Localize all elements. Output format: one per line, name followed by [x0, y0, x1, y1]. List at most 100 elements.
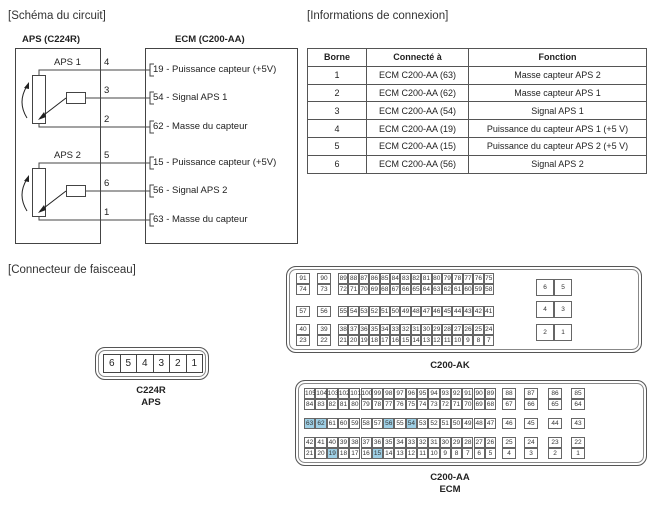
aps-pin-number: 1 [104, 207, 110, 218]
connector-pin: 45 [442, 306, 453, 317]
connector-pin: 76 [394, 399, 406, 410]
connector-pin: 36 [358, 324, 370, 335]
ecm-pin-label: 62 - Masse du capteur [153, 121, 248, 132]
connector-pin: 27 [452, 324, 463, 335]
connector-pin: 3 [524, 448, 538, 459]
wire-power [38, 162, 150, 168]
connector-pin: 81 [421, 273, 432, 284]
ecm-pin-bracket [149, 91, 154, 105]
connector-pin: 38 [349, 437, 361, 448]
connector-pin: 9 [462, 335, 474, 346]
connector-pin: 12 [431, 335, 442, 346]
cell-function: Puissance du capteur APS 1 (+5 V) [468, 119, 647, 138]
connector-pin: 78 [452, 273, 463, 284]
connector-power-pin: 5 [554, 279, 572, 296]
connector-pin: 70 [358, 284, 370, 295]
connector-pin: 65 [410, 284, 422, 295]
c224r-pin: 5 [121, 355, 137, 372]
connector-pin: 78 [371, 399, 384, 410]
connector-pin: 8 [450, 448, 463, 459]
connector-pin: 22 [571, 437, 585, 448]
cell-connected-to: ECM C200-AA (56) [366, 154, 469, 174]
connector-pin: 11 [417, 448, 429, 459]
rotation-arrow [21, 85, 28, 119]
connector-pin: 103 [326, 388, 339, 399]
c224r-pin: 2 [170, 355, 187, 372]
connector-pin: 16 [390, 335, 401, 346]
connector-pin: 68 [379, 284, 390, 295]
connector-pin: 86 [369, 273, 380, 284]
connector-pin: 33 [405, 437, 417, 448]
connector-power-pin: 2 [536, 324, 554, 341]
connector-pin: 55 [394, 418, 406, 429]
c200ak-label: C200-AK [430, 360, 470, 371]
connector-pin: 89 [338, 273, 349, 284]
connector-pin: 17 [349, 448, 361, 459]
connector-pin: 49 [462, 418, 474, 429]
connector-pin: 34 [394, 437, 406, 448]
connector-pin: 87 [524, 388, 538, 399]
connector-pin: 32 [400, 324, 411, 335]
connector-pin: 90 [473, 388, 485, 399]
cell-connected-to: ECM C200-AA (54) [366, 101, 469, 121]
connector-pin: 58 [483, 284, 494, 295]
connector-pin: 105 [304, 388, 316, 399]
connector-pin: 59 [473, 284, 484, 295]
connector-pin-highlighted: 63 [304, 418, 316, 429]
connector-pin: 28 [442, 324, 453, 335]
cell-connected-to: ECM C200-AA (62) [366, 83, 469, 103]
rotation-arrow-head [24, 82, 29, 89]
connector-pin: 7 [462, 448, 474, 459]
connector-pin: 92 [450, 388, 463, 399]
connector-pin: 36 [371, 437, 384, 448]
connector-pin: 5 [484, 448, 497, 459]
connector-pin: 54 [348, 306, 359, 317]
connector-power-pin: 4 [536, 301, 554, 318]
wire-power [38, 69, 150, 75]
cell-borne: 3 [307, 101, 367, 121]
connector-pin: 46 [502, 418, 516, 429]
connector-power-pin: 1 [554, 324, 572, 341]
connector-pin: 10 [452, 335, 463, 346]
connector-pin: 31 [428, 437, 440, 448]
connector-pin: 50 [390, 306, 401, 317]
header-function: Fonction [468, 48, 647, 67]
connector-pin: 75 [483, 273, 494, 284]
connector-pin: 2 [548, 448, 562, 459]
cell-borne: 6 [307, 154, 367, 174]
connector-pin: 19 [358, 335, 370, 346]
connector-pin: 11 [442, 335, 453, 346]
connector-pin: 62 [442, 284, 453, 295]
connector-pin: 71 [348, 284, 359, 295]
connector-pin: 27 [473, 437, 485, 448]
connector-pin: 94 [428, 388, 440, 399]
connector-pin: 1 [571, 448, 585, 459]
connector-pin: 75 [405, 399, 417, 410]
ecm-pin-bracket [149, 184, 154, 198]
cell-function: Signal APS 1 [468, 101, 647, 121]
ecm-pin-bracket [149, 63, 154, 77]
connector-pin: 64 [421, 284, 432, 295]
connector-pin: 45 [524, 418, 538, 429]
ecm-pin-bracket [149, 156, 154, 170]
connector-pin: 69 [473, 399, 485, 410]
connector-pin: 28 [462, 437, 474, 448]
connector-pin-highlighted: 56 [383, 418, 395, 429]
connector-pin: 33 [390, 324, 401, 335]
cell-connected-to: ECM C200-AA (19) [366, 119, 469, 138]
circuit-schematic [15, 48, 298, 244]
connector-pin: 104 [315, 388, 328, 399]
connector-pin: 17 [379, 335, 390, 346]
c224r-label: C224R [136, 385, 166, 396]
connector-pin: 25 [473, 324, 484, 335]
connector-pin: 8 [473, 335, 484, 346]
connector-pin: 89 [484, 388, 497, 399]
sensor-label: APS 2 [54, 150, 81, 161]
connector-power-pin: 6 [536, 279, 554, 296]
connector-pin: 76 [473, 273, 484, 284]
connector-pin: 84 [304, 399, 316, 410]
cell-connected-to: ECM C200-AA (15) [366, 136, 469, 156]
